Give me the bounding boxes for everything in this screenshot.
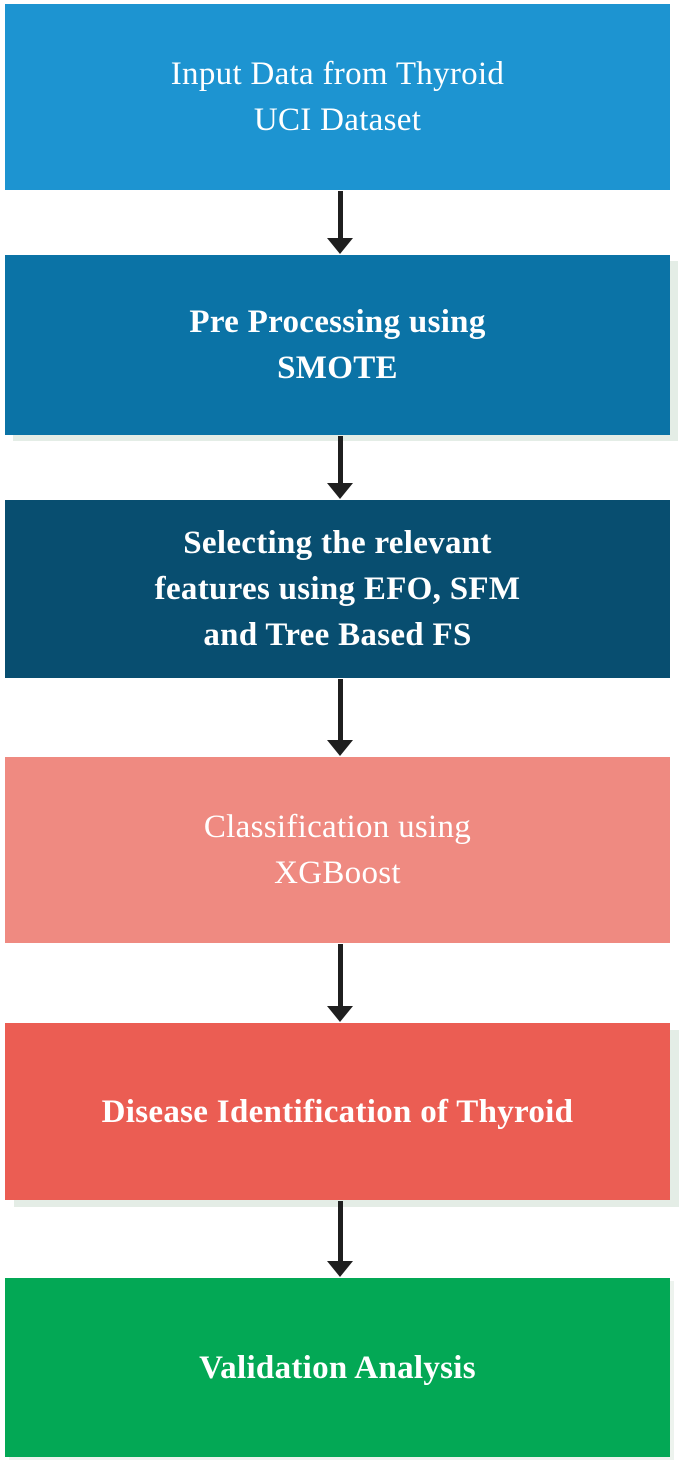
down-arrow-icon	[327, 436, 353, 499]
arrow-stem	[337, 191, 343, 238]
step-validation-label: Validation Analysis	[199, 1349, 476, 1386]
down-arrow-icon	[327, 679, 353, 756]
step-disease-identification: Disease Identification of Thyroid	[5, 1023, 670, 1200]
step-preprocessing: Pre Processing using SMOTE	[5, 255, 670, 435]
step-disease-identification-label: Disease Identification of Thyroid	[101, 1093, 574, 1130]
step-validation: Validation Analysis	[5, 1278, 670, 1457]
step-feature-selection: Selecting the relevant features using EF…	[5, 500, 670, 678]
arrow-head	[327, 483, 353, 499]
down-arrow-icon	[327, 1201, 353, 1277]
step-input-data-label: Input Data from Thyroid UCI Dataset	[170, 56, 505, 138]
arrow-stem	[337, 679, 343, 740]
arrow-stem	[337, 944, 343, 1006]
step-input-data: Input Data from Thyroid UCI Dataset	[5, 4, 670, 190]
arrow-head	[327, 238, 353, 254]
down-arrow-icon	[327, 944, 353, 1022]
step-feature-selection-label: Selecting the relevant features using EF…	[154, 525, 521, 653]
step-classification-label: Classification using XGBoost	[203, 809, 472, 891]
step-classification: Classification using XGBoost	[5, 757, 670, 943]
arrow-head	[327, 740, 353, 756]
arrow-stem	[337, 436, 343, 483]
step-preprocessing-label: Pre Processing using SMOTE	[189, 304, 486, 386]
arrow-head	[327, 1006, 353, 1022]
arrow-head	[327, 1261, 353, 1277]
down-arrow-icon	[327, 191, 353, 254]
arrow-stem	[337, 1201, 343, 1261]
